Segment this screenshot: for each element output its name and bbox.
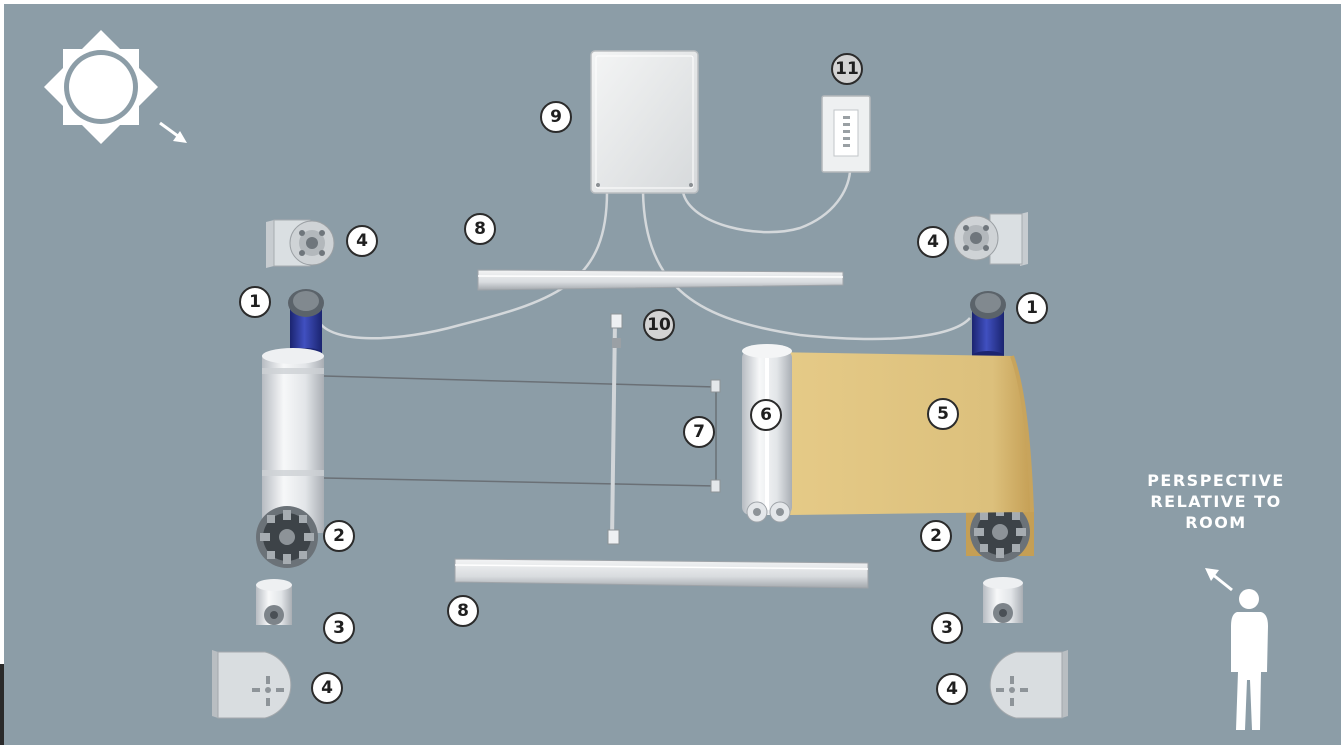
callout-hold-down-bracket: 10 [643, 309, 675, 341]
perspective-label-line-3: ROOM [1185, 513, 1247, 532]
shade-fabric [768, 352, 1034, 515]
frame-edge-mark [0, 664, 4, 745]
callout-control-box: 9 [540, 101, 572, 133]
callout-bracket-top-right: 4 [917, 226, 949, 258]
hold-down-bracket [607, 313, 623, 545]
wiring [316, 171, 971, 341]
callout-bottom-bar: 6 [750, 399, 782, 431]
callout-tension-cable: 7 [683, 416, 715, 448]
tension-cable [323, 375, 717, 487]
person-silhouette-icon [1231, 589, 1268, 730]
motor-right [970, 291, 1006, 361]
perspective-arrow-icon [1205, 568, 1233, 592]
perspective-label-line-1: PERSPECTIVE [1147, 471, 1285, 490]
callout-motor-left: 1 [239, 286, 271, 318]
callout-tube-left: 2 [323, 520, 355, 552]
callout-end-plug-left: 3 [323, 612, 355, 644]
roller-tube-left [256, 348, 324, 568]
sun-icon [44, 30, 158, 144]
callout-motor-right: 1 [1016, 292, 1048, 324]
callout-wall-switch: 11 [831, 53, 863, 85]
bracket-top-right [953, 212, 1028, 266]
callout-rail-bottom: 8 [447, 595, 479, 627]
sun-direction-arrow-icon [159, 121, 187, 143]
end-plug-right [983, 577, 1023, 623]
bottom-rail [454, 558, 869, 589]
cable-ends [710, 379, 721, 493]
bracket-top-left [266, 219, 335, 268]
callout-fabric: 5 [927, 398, 959, 430]
perspective-label: PERSPECTIVE RELATIVE TO ROOM [1136, 470, 1296, 533]
wall-switch [821, 95, 871, 173]
roller-tube-right [966, 502, 1034, 562]
bracket-bottom-left [212, 650, 292, 719]
bottom-bar [742, 344, 792, 523]
bracket-bottom-right [989, 650, 1068, 719]
end-plug-left [256, 579, 292, 625]
callout-bracket-bottom-left: 4 [311, 672, 343, 704]
callout-rail-top: 8 [464, 213, 496, 245]
top-rail [477, 269, 844, 291]
motor-left [288, 289, 324, 358]
callout-tube-right: 2 [920, 520, 952, 552]
callout-end-plug-right: 3 [931, 612, 963, 644]
perspective-label-line-2: RELATIVE TO [1150, 492, 1282, 511]
control-box [590, 50, 699, 194]
callout-bracket-bottom-right: 4 [936, 673, 968, 705]
callout-bracket-top-left: 4 [346, 225, 378, 257]
